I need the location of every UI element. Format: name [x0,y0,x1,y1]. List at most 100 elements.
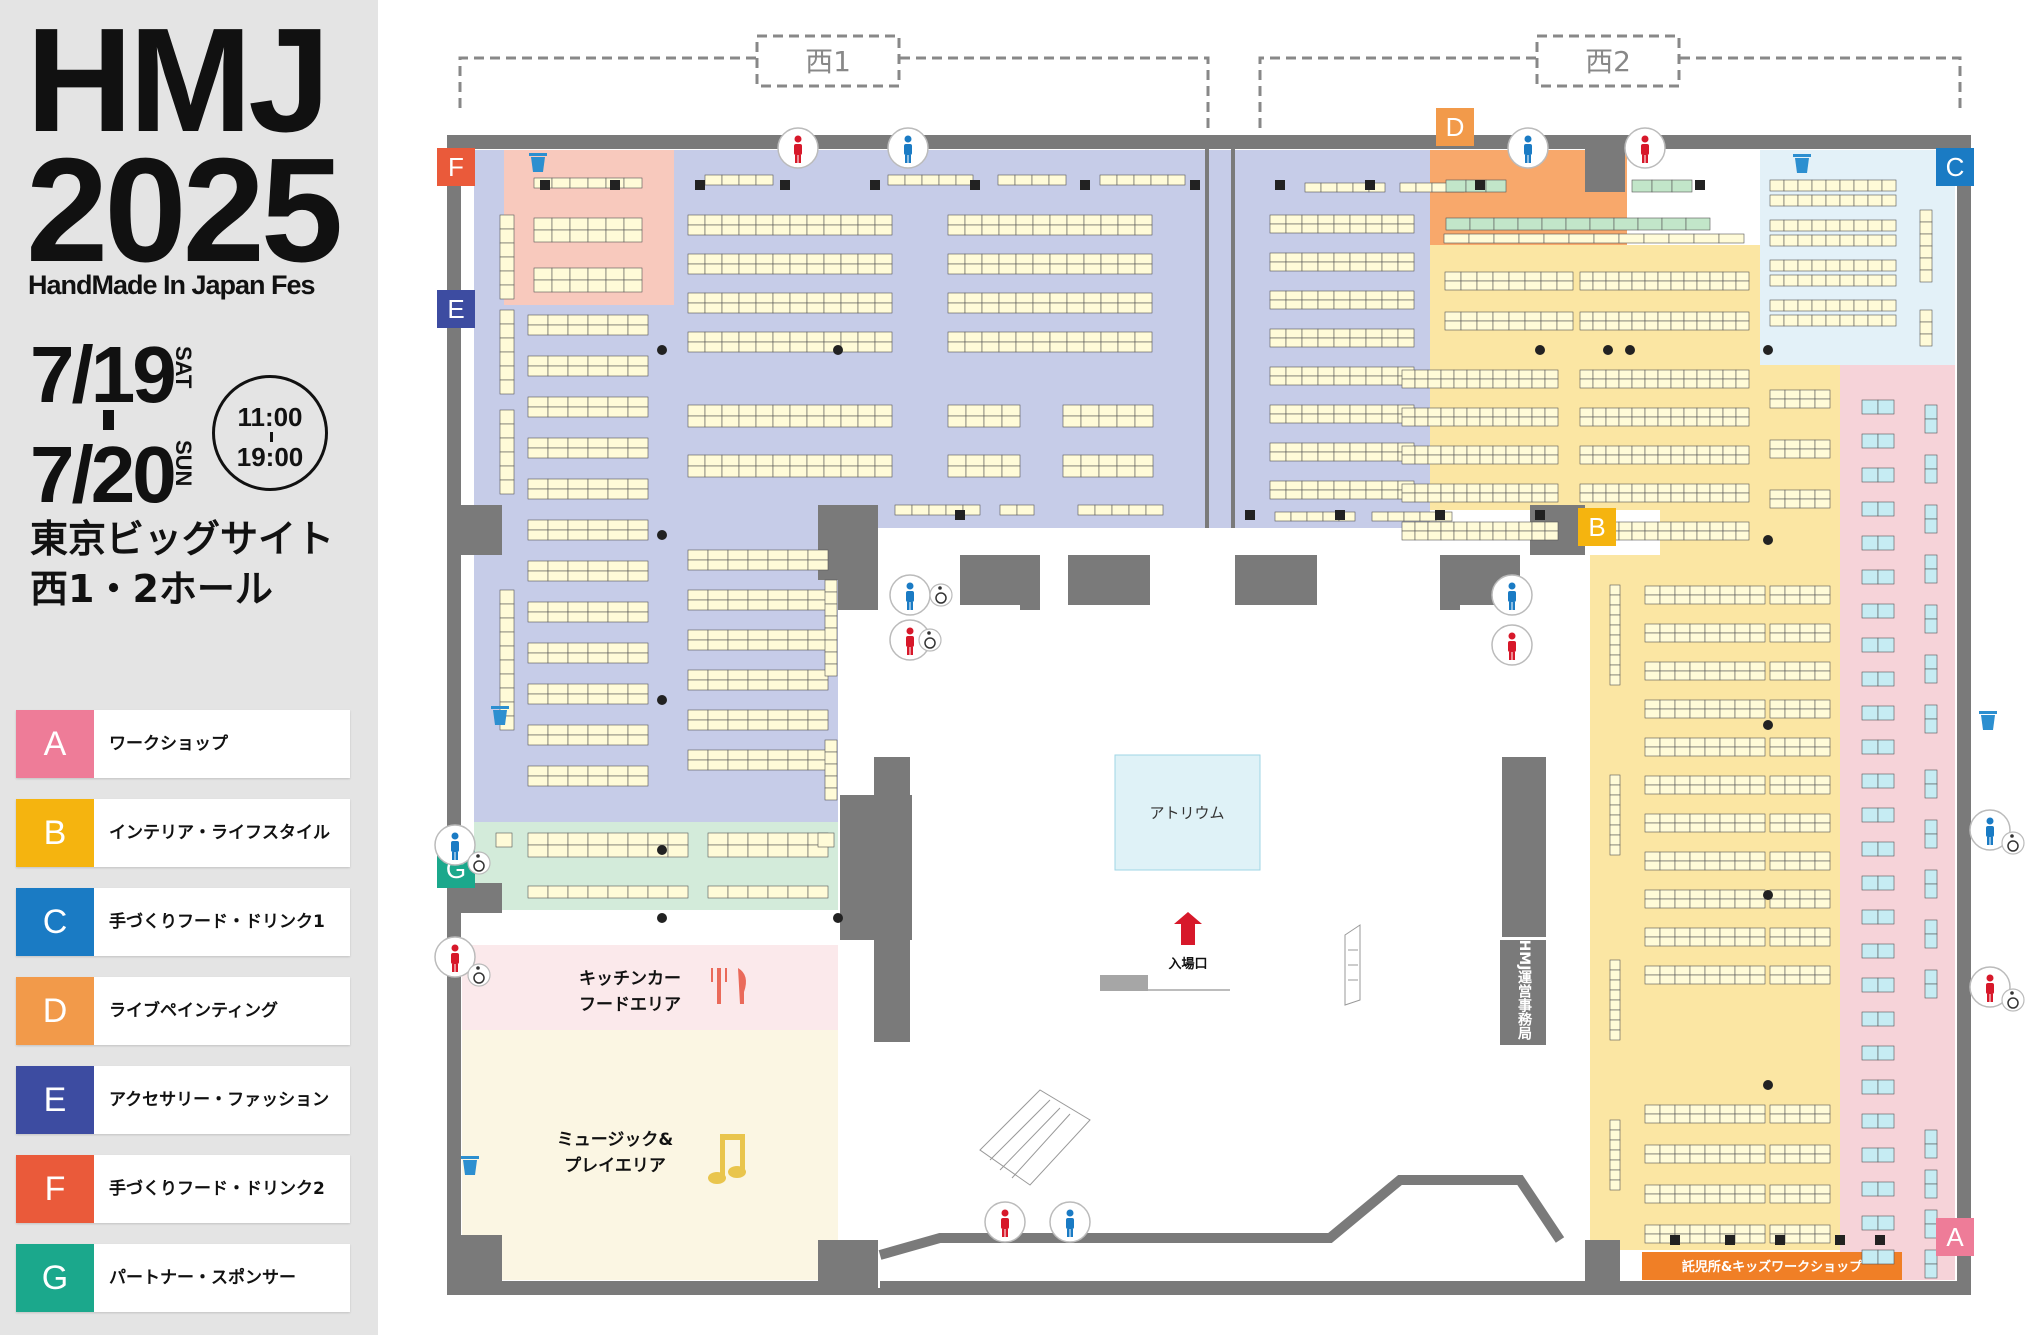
booth [499,242,515,258]
booth [1674,965,1691,976]
booth [772,341,791,353]
booth [755,331,774,343]
booth [1466,530,1481,541]
booth [1769,259,1785,272]
day2-date: 7/20 [30,430,177,519]
booth [1453,378,1468,389]
booth [1814,927,1831,938]
booth [840,465,859,478]
booth [707,749,729,761]
pillar [1535,345,1545,355]
booth-block [687,669,829,691]
booth [1518,416,1533,427]
booth [772,292,791,304]
booth [1453,521,1468,532]
booth [1349,299,1367,310]
booth [807,679,829,691]
booth [1799,699,1816,710]
booth [1269,299,1287,310]
booth [1814,594,1831,605]
booth-block [499,214,515,300]
booth [1592,280,1607,291]
booth [547,601,569,613]
booth [1734,661,1751,672]
booth [1440,521,1455,532]
svg-text:B: B [1588,512,1605,542]
booth [1609,1139,1621,1151]
booth-block [1401,521,1559,541]
booth [755,263,774,275]
legend-label: パートナー・スポンサー [109,1268,296,1288]
booth [1444,280,1462,291]
booth [1867,219,1883,232]
booth [947,224,966,236]
booth [1317,375,1335,386]
booth [1479,454,1494,465]
booth [1100,224,1119,236]
booth [587,529,609,541]
booth [1689,594,1706,605]
booth [499,379,515,395]
booth [1784,927,1801,938]
booth [1062,404,1082,417]
booth [1419,511,1437,522]
booth [1674,1104,1691,1115]
booth [1683,378,1698,389]
booth [1861,569,1879,585]
booth-block [1861,535,1895,551]
booth [1784,974,1801,985]
booth [1618,445,1633,456]
pillar [1080,180,1090,190]
booth [1317,223,1335,234]
booth [1881,314,1897,327]
booth [1769,661,1786,672]
booth [1924,883,1938,899]
booth-block [687,404,893,428]
booth-block [1861,569,1895,585]
booth [1735,407,1750,418]
booth-grid [495,174,1938,1279]
booth [704,404,723,417]
booth [1769,1104,1786,1115]
booth [1062,454,1082,467]
booth [1924,504,1938,520]
booth [840,224,859,236]
booth [1333,451,1351,462]
booth [1696,445,1711,456]
legend-label: ライブペインティング [109,1001,278,1021]
booth [1015,253,1034,265]
booth [1349,328,1367,339]
booth [1749,851,1766,862]
booth [1631,280,1646,291]
booth [1349,375,1367,386]
booth-block [947,454,1021,478]
booth [1924,819,1938,835]
booth [1722,369,1737,380]
booth [1877,399,1895,415]
booth [857,263,876,275]
booth [1719,1153,1736,1164]
booth [707,832,729,846]
womens-restroom-icon [1624,127,1666,169]
booth [1644,784,1661,795]
booth [1579,407,1594,418]
booth [1689,813,1706,824]
booth [1609,1179,1621,1191]
booth [499,673,515,689]
booth [772,465,791,478]
booth [789,465,808,478]
booth [1811,274,1827,287]
booth [1797,259,1813,272]
booth [1644,670,1661,681]
booth [1814,585,1831,596]
booth-block [1861,399,1895,415]
booth [1301,489,1319,500]
booth-block [527,832,689,858]
booth [1317,366,1335,377]
booth [1453,369,1468,380]
booth [1799,1104,1816,1115]
booth [1861,433,1879,449]
booth [964,331,983,343]
booth [1349,366,1367,377]
